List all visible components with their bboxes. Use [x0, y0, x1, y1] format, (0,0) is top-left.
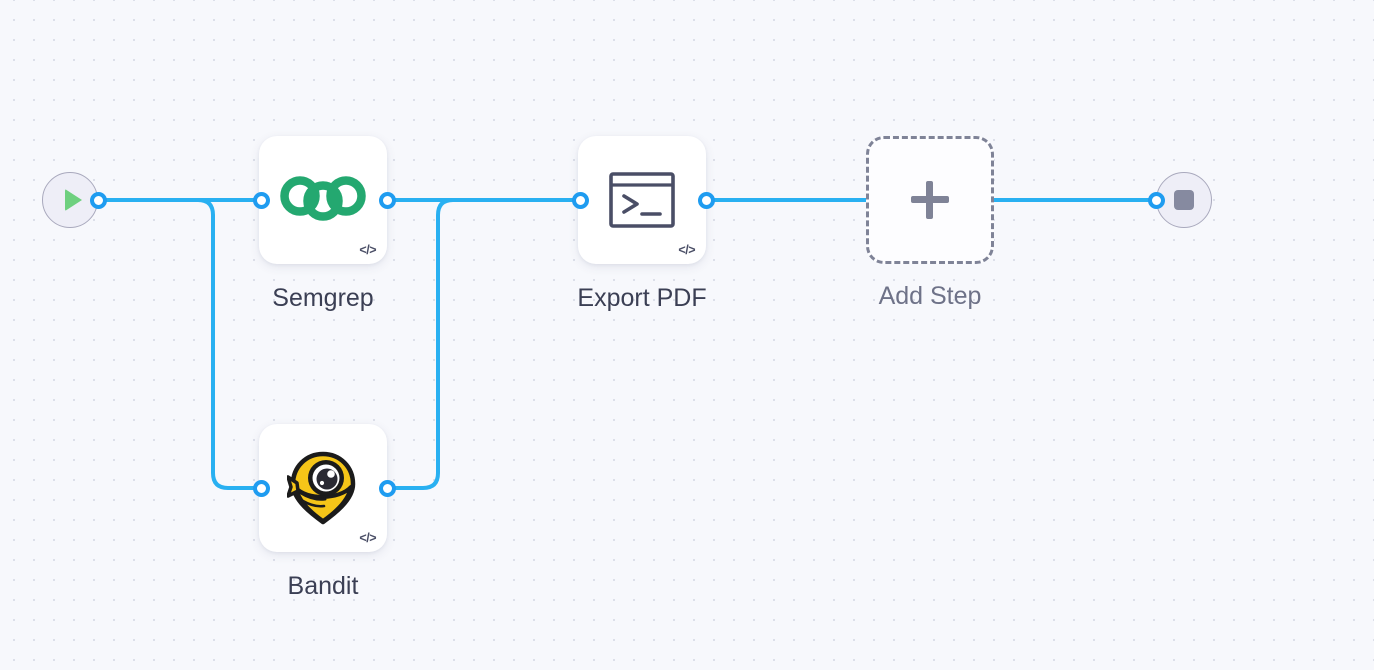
stop-icon: [1174, 190, 1194, 210]
plus-icon: [911, 181, 949, 219]
node-label-semgrep: Semgrep: [272, 284, 374, 312]
node-semgrep[interactable]: </>: [259, 136, 387, 264]
end-node[interactable]: [1156, 172, 1212, 228]
bandit-input-handle[interactable]: [253, 480, 270, 497]
node-label-export-pdf: Export PDF: [577, 284, 707, 312]
bandit-logo-icon: [259, 424, 387, 552]
start-output-handle[interactable]: [90, 192, 107, 209]
node-label-add-step: Add Step: [878, 282, 982, 310]
node-bandit[interactable]: </>: [259, 424, 387, 552]
bandit-output-handle[interactable]: [379, 480, 396, 497]
start-node[interactable]: [42, 172, 98, 228]
code-badge-icon: </>: [678, 243, 695, 257]
play-icon: [64, 189, 82, 211]
semgrep-logo-icon: [259, 136, 387, 264]
add-step-button[interactable]: [866, 136, 994, 264]
node-label-bandit: Bandit: [287, 572, 359, 600]
node-export-pdf[interactable]: </>: [578, 136, 706, 264]
semgrep-output-handle[interactable]: [379, 192, 396, 209]
edge-bandit-export: [390, 198, 576, 490]
code-badge-icon: </>: [359, 531, 376, 545]
export-output-handle[interactable]: [698, 192, 715, 209]
edge-start-bandit: [104, 198, 256, 490]
export-input-handle[interactable]: [572, 192, 589, 209]
semgrep-input-handle[interactable]: [253, 192, 270, 209]
end-input-handle[interactable]: [1148, 192, 1165, 209]
terminal-icon: [578, 136, 706, 264]
code-badge-icon: </>: [359, 243, 376, 257]
